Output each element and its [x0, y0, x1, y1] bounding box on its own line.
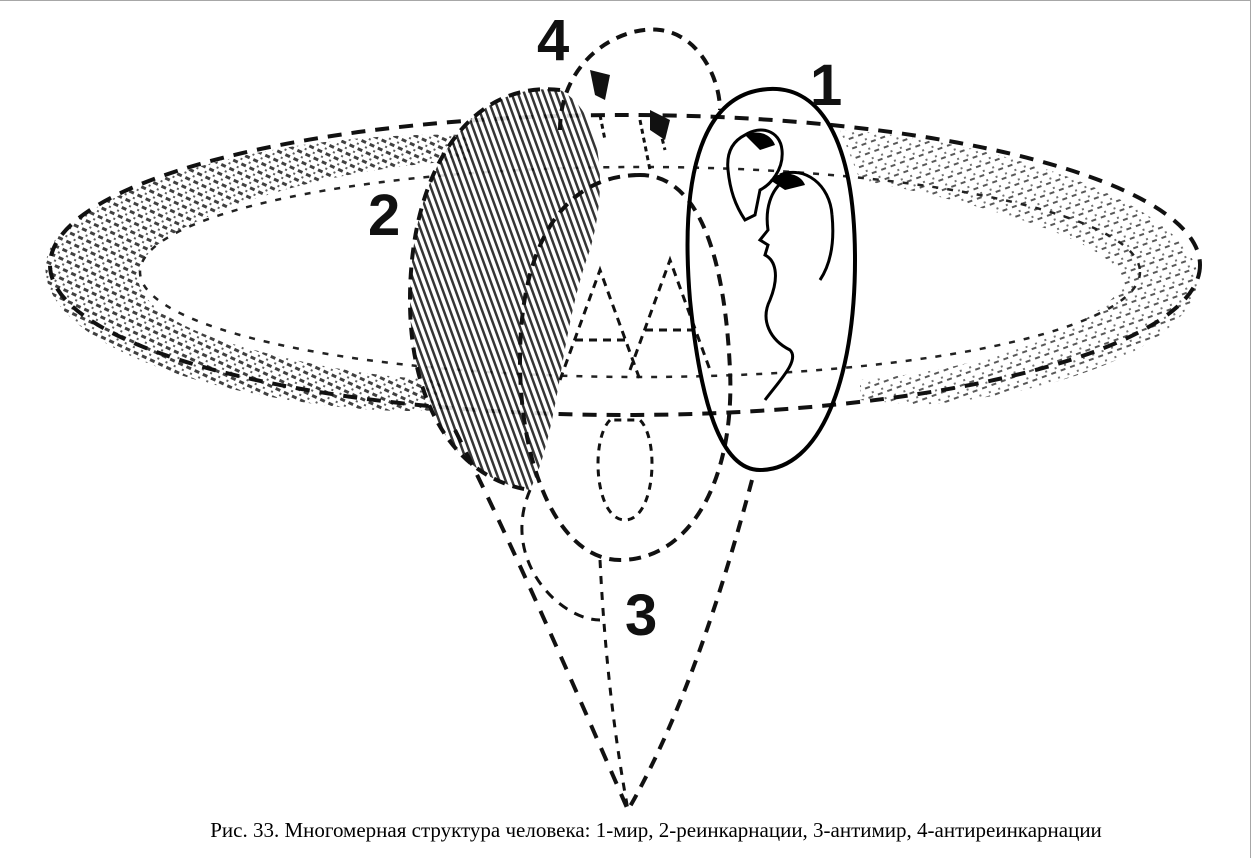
label-2: 2 — [368, 183, 400, 248]
caption-text: Рис. 33. Многомерная структура человека:… — [210, 818, 1102, 842]
label-4: 4 — [537, 8, 569, 73]
profile-woman-icon — [760, 172, 833, 400]
label-1: 1 — [810, 53, 842, 118]
figure-caption: Рис. 33. Многомерная структура человека:… — [0, 818, 1252, 843]
label-3: 3 — [625, 583, 657, 648]
ring-right-band — [840, 130, 1197, 405]
oval-reincarnations — [410, 89, 600, 620]
ring-left-band — [45, 135, 470, 411]
horizontal-ring — [45, 115, 1200, 415]
